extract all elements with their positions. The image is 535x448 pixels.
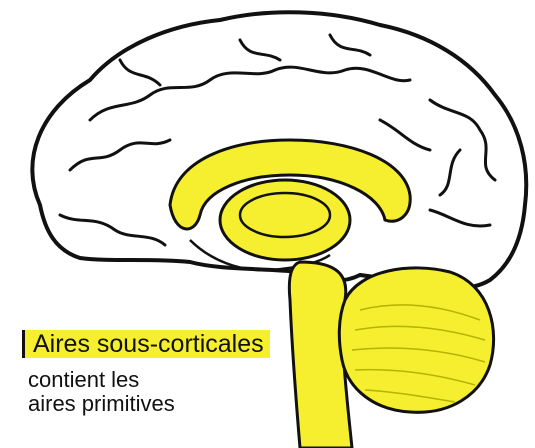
subtitle-line-2: aires primitives bbox=[28, 392, 175, 416]
subtitle-line-1: contient les bbox=[28, 368, 139, 392]
cervelet bbox=[339, 268, 493, 412]
title-label: Aires sous-corticales bbox=[22, 330, 270, 358]
title-text: Aires sous-corticales bbox=[33, 330, 264, 358]
